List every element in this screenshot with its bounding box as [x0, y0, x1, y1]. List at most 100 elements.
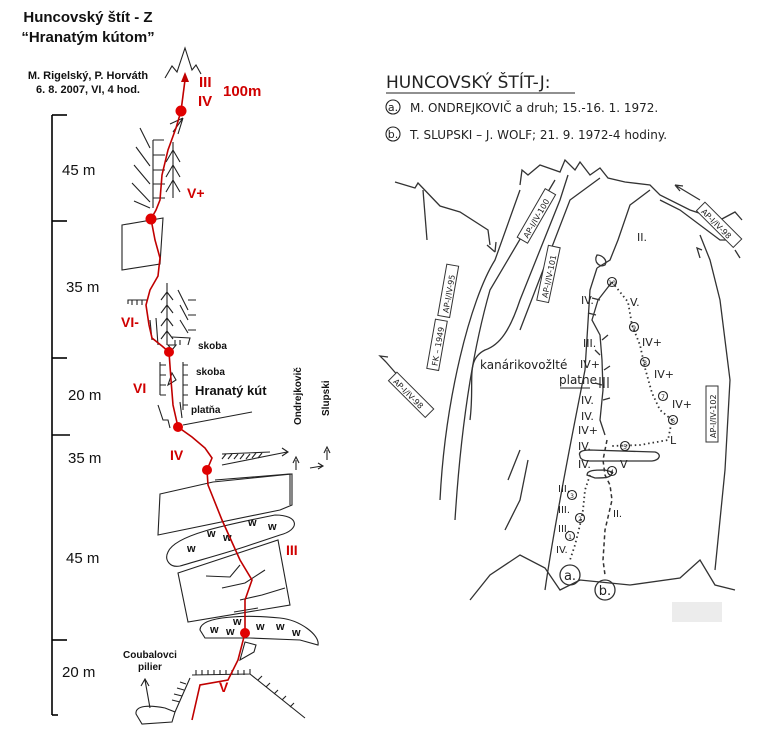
grade-label: II. — [613, 509, 622, 520]
exit-ondrejkovic-label: Ondrejkovič — [293, 367, 304, 425]
grade-label: III — [199, 74, 212, 91]
pillar-label: Coubalovci — [123, 650, 177, 661]
route-tag: AP-I/IV-98 — [387, 371, 435, 419]
grade-label: VI — [133, 380, 146, 396]
svg-text:w: w — [206, 528, 216, 540]
grade-label: L — [670, 434, 677, 447]
svg-text:10: 10 — [608, 280, 616, 287]
svg-text:w: w — [267, 521, 277, 533]
left-topo: Huncovský štít - Z “Hranatým kútom” M. R… — [21, 9, 332, 725]
grade-label: II. — [637, 231, 647, 244]
blank-patch — [672, 602, 722, 622]
belay-station — [173, 422, 183, 432]
grade-label: IV. — [578, 458, 591, 471]
belay-station — [175, 105, 187, 117]
grade-label: IV — [198, 93, 212, 110]
svg-text:2: 2 — [578, 516, 582, 523]
slab-label: platňa — [191, 405, 221, 416]
grade-label: III — [286, 542, 298, 558]
grade-label: V — [219, 679, 229, 695]
scale-label: 20 m — [68, 387, 101, 404]
grade-label: VI- — [121, 314, 139, 330]
route-tag: AP-I/IV-98 — [695, 201, 743, 249]
svg-text:w: w — [225, 626, 235, 638]
pillar-label: pilier — [138, 662, 162, 673]
svg-text:9: 9 — [632, 325, 636, 332]
route-tag: AP-I/IV-102 — [705, 385, 719, 443]
grade-label: IV+ — [578, 424, 598, 437]
svg-text:w: w — [255, 621, 265, 633]
grade-label: IV+ — [642, 336, 662, 349]
grade-label: IV — [170, 447, 184, 463]
svg-text:4: 4 — [610, 469, 614, 476]
place-label-yellow: kanárikovožlté — [480, 358, 567, 372]
route-tag: FK – 1949 — [426, 318, 448, 372]
route-start-a — [559, 564, 581, 586]
pitch-numbers: 1 2 3 4 5 6 7 8 9 10 — [564, 276, 679, 542]
scale-label: 35 m — [68, 450, 101, 467]
piton-label: skoba — [198, 341, 227, 352]
grade-label: V — [620, 458, 628, 471]
svg-text:w: w — [209, 624, 219, 636]
grade-label: V+ — [187, 185, 205, 201]
grade-label: IV. — [578, 440, 591, 453]
route-marker: b. — [388, 128, 398, 141]
route-start-b — [594, 579, 616, 601]
grade-label: III. — [558, 505, 570, 516]
left-title-line2: “Hranatým kútom” — [21, 29, 154, 46]
right-topo: HUNCOVSKÝ ŠTÍT-J: a. M. ONDREJKOVIČ a dr… — [378, 71, 743, 622]
svg-text:w: w — [247, 517, 257, 529]
svg-text:3: 3 — [570, 493, 574, 500]
route-lines-right: 1 2 3 4 5 6 7 8 9 10 a. b. — [559, 254, 679, 601]
grade-label: IV+ — [654, 368, 674, 381]
grade-label: IV. — [581, 410, 594, 423]
grade-label: IV+ — [672, 398, 692, 411]
grade-label: III. — [583, 337, 596, 350]
route-tag: AP-I/IV-100 — [516, 188, 557, 244]
route-start-a-label: a. — [564, 569, 576, 584]
route-line — [145, 72, 253, 721]
grade-label: V. — [630, 296, 640, 309]
route-legend-a: a. M. ONDREJKOVIČ a druh; 15.-16. 1. 197… — [385, 99, 658, 115]
svg-text:5: 5 — [623, 444, 627, 451]
svg-text:w: w — [232, 616, 242, 628]
left-title-line1: Huncovský štít - Z — [23, 9, 152, 26]
left-date-info: 6. 8. 2007, VI, 4 hod. — [36, 84, 140, 96]
grade-label: III. — [558, 524, 570, 535]
scale-bar: 45 m 35 m 20 m 35 m 45 m 20 m — [51, 114, 101, 716]
total-length: 100m — [223, 83, 261, 100]
grade-label: IV. — [581, 394, 594, 407]
route-marker: a. — [388, 101, 398, 114]
svg-text:8: 8 — [643, 360, 647, 367]
svg-text:7: 7 — [661, 394, 665, 401]
left-authors: M. Rigelský, P. Horváth — [28, 70, 149, 82]
right-grades: II. IV. V. III. IV+ IV+ IV+ IV+ IV. IV. … — [556, 231, 692, 556]
svg-text:AP-I/IV-102: AP-I/IV-102 — [709, 394, 718, 438]
route-description: M. ONDREJKOVIČ a druh; 15.-16. 1. 1972. — [410, 100, 658, 115]
summit-peak-icon — [164, 46, 202, 79]
belay-station — [145, 213, 157, 225]
right-title: HUNCOVSKÝ ŠTÍT-J: — [386, 71, 550, 93]
grade-label: IV. — [556, 545, 568, 556]
grade-label: III. — [558, 484, 570, 495]
svg-text:w: w — [291, 627, 301, 639]
route-start-b-label: b. — [599, 584, 611, 599]
scale-label: 35 m — [66, 279, 99, 296]
svg-text:w: w — [275, 621, 285, 633]
svg-text:AP-I/IV-98: AP-I/IV-98 — [391, 377, 425, 411]
route-legend-b: b. T. SLUPSKI – J. WOLF; 21. 9. 1972-4 h… — [385, 126, 667, 142]
corner-label: Hranatý kút — [195, 383, 267, 398]
belay-station — [240, 628, 250, 638]
route-arrow-icon — [181, 72, 189, 82]
grade-label: IV+ — [580, 358, 600, 371]
exit-slupski-label: Slupski — [321, 380, 332, 416]
route-tag: AP-I/IV-101 — [536, 244, 561, 304]
slabs-icon — [599, 377, 609, 388]
belay-station — [202, 465, 212, 475]
scale-label: 45 m — [66, 550, 99, 567]
svg-text:AP-I/IV-98: AP-I/IV-98 — [699, 207, 733, 241]
svg-text:w: w — [186, 543, 196, 555]
svg-text:1: 1 — [568, 534, 572, 541]
svg-text:w: w — [222, 532, 232, 544]
